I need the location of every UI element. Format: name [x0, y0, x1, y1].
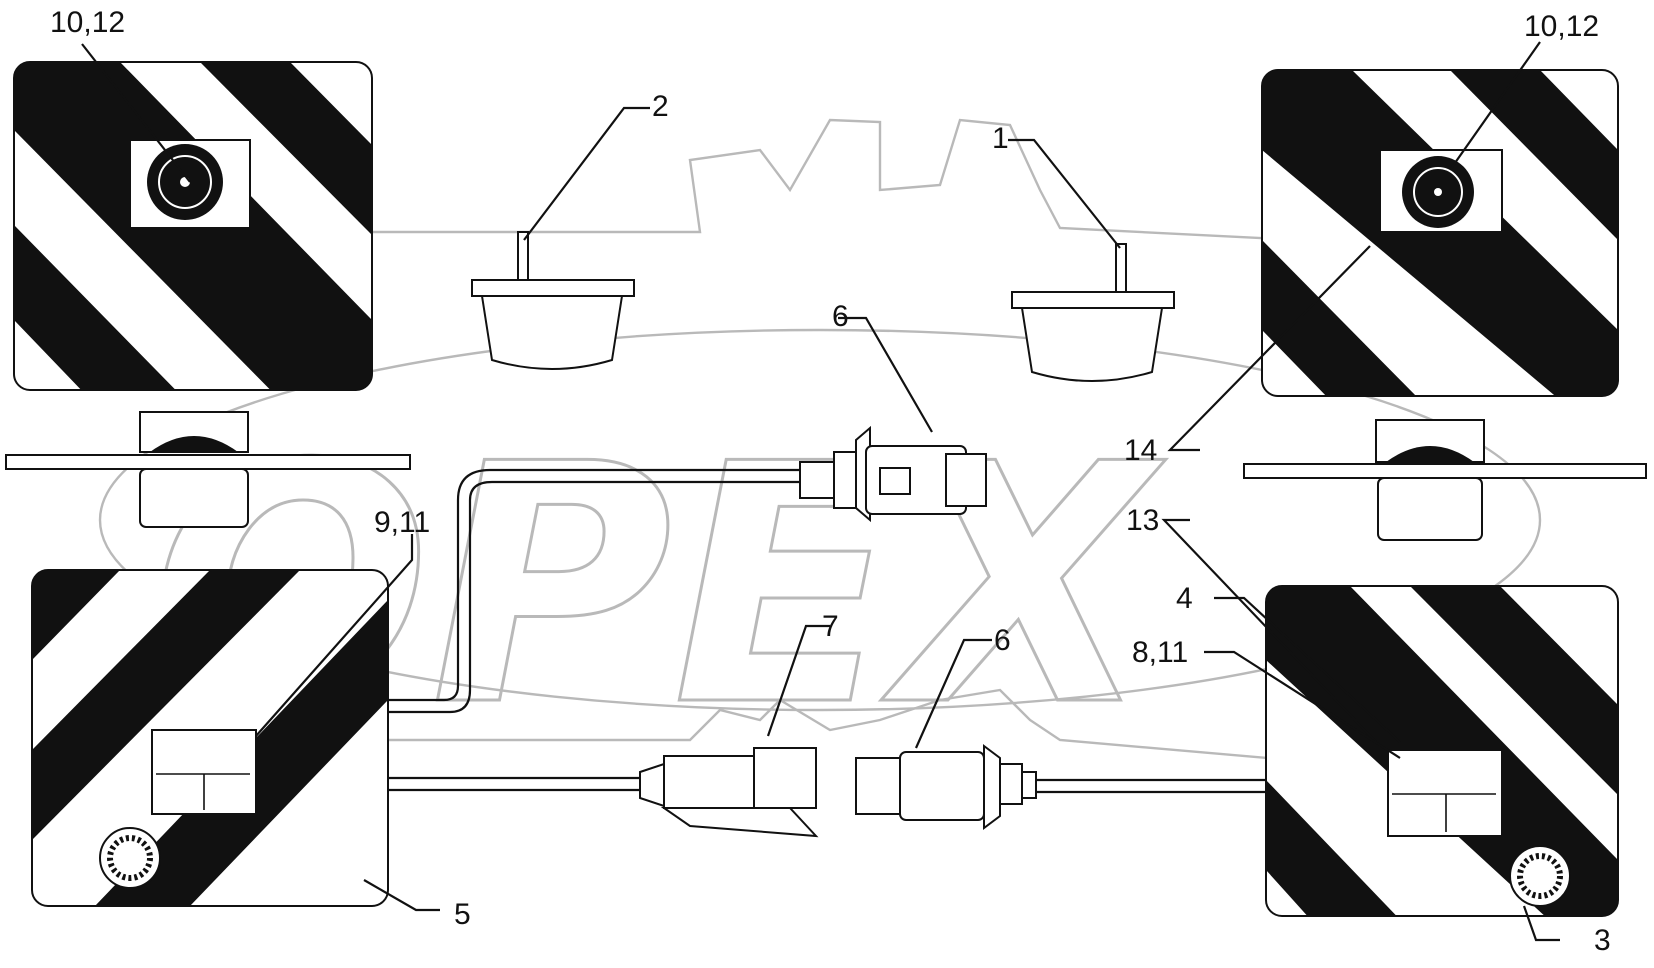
- license-plate-lamp-icon: [1011, 243, 1175, 382]
- rear-light-icon: [129, 139, 251, 229]
- callout-2: 2: [652, 90, 669, 123]
- callout-10-12-right: 10,12: [1524, 10, 1599, 43]
- cables: [388, 468, 1266, 794]
- electrical-plug-icon: [639, 747, 819, 838]
- combination-light-icon: [1387, 749, 1503, 837]
- callouts: 10,12 10,12 2 1 6 14 9,11 13 4 8,11 7 6 …: [50, 6, 1611, 957]
- callout-6-top: 6: [832, 300, 849, 333]
- warning-plate-bottom-right: [1265, 585, 1619, 917]
- callout-1: 1: [992, 122, 1009, 155]
- callout-8-11: 8,11: [1132, 636, 1188, 669]
- rear-light-icon: [1379, 149, 1503, 233]
- leader-lines: [81, 41, 1560, 942]
- callout-9-11: 9,11: [374, 506, 430, 539]
- electrical-socket-icon: [855, 744, 1037, 830]
- callout-14: 14: [1124, 434, 1157, 467]
- callout-10-12-left: 10,12: [50, 6, 125, 39]
- combination-light-icon: [151, 729, 257, 815]
- license-plate-lamp-icon: [471, 231, 635, 370]
- warning-plate-top-right: [1261, 69, 1619, 397]
- callout-4: 4: [1176, 582, 1193, 615]
- electrical-socket-icon: [799, 425, 987, 523]
- callout-7: 7: [822, 610, 839, 643]
- warning-plate-top-left: [13, 61, 373, 391]
- callout-3: 3: [1594, 924, 1611, 957]
- callout-13: 13: [1126, 504, 1159, 537]
- callout-5: 5: [454, 898, 471, 931]
- warning-plate-bottom-left: [31, 569, 389, 907]
- round-reflector-icon: [1509, 845, 1571, 907]
- callout-6-bottom: 6: [994, 624, 1011, 657]
- marker-lamp-right: [1243, 419, 1647, 541]
- marker-lamp-left: [5, 411, 411, 528]
- round-reflector-icon: [99, 827, 161, 889]
